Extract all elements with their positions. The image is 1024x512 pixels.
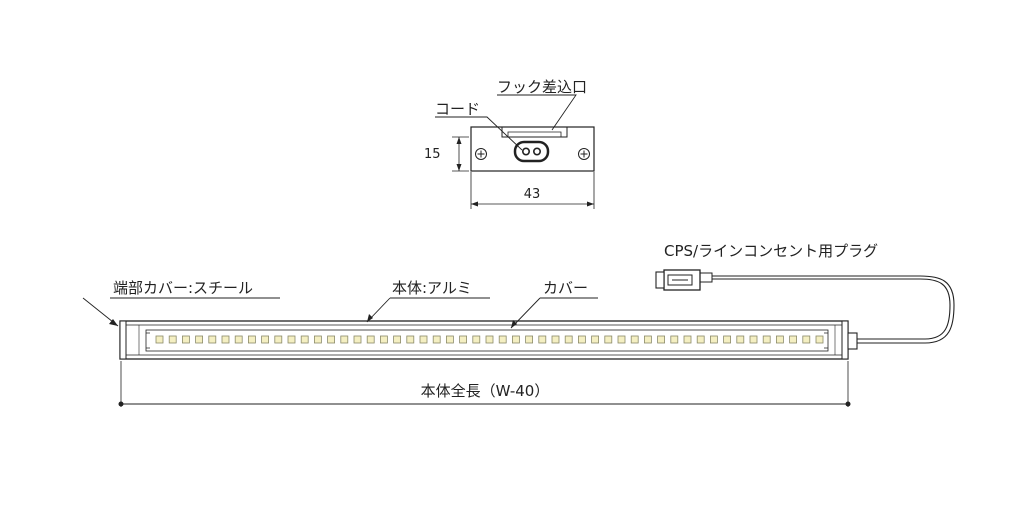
width-dimension (470, 172, 595, 209)
led-chip (630, 335, 639, 344)
led-chip (525, 335, 533, 344)
led-chip (591, 335, 599, 344)
led-chip (168, 335, 177, 344)
led-chip (195, 335, 204, 344)
power-cord (712, 278, 951, 340)
led-chip (221, 335, 230, 344)
led-chip (604, 335, 613, 344)
side-view: CPS/ラインコンセント用プラグ 端部カバー:スチール 本体:アルミ カバー 本… (82, 242, 955, 407)
led-chip (683, 335, 692, 344)
height-dim-value: 15 (424, 147, 441, 162)
hook-slot-inner (507, 131, 562, 137)
led-chip (776, 335, 784, 344)
led-chip (419, 335, 428, 344)
led-chip (749, 335, 758, 344)
led-chip (261, 335, 270, 344)
led-chip (512, 335, 520, 344)
led-chip (551, 335, 560, 344)
cover-label: カバー (543, 279, 588, 297)
led-chip (670, 335, 679, 344)
led-chip (287, 335, 296, 344)
led-chip (472, 335, 481, 344)
led-chip (736, 335, 745, 344)
led-chip (578, 335, 586, 344)
led-chip (406, 335, 415, 344)
hook-slot (501, 127, 568, 138)
end-cover-label: 端部カバー:スチール (113, 279, 253, 297)
led-chip (723, 335, 731, 344)
led-chip (300, 335, 309, 344)
led-chip (155, 335, 164, 344)
led-chip (208, 335, 217, 344)
cord-leader (435, 116, 523, 151)
led-chip (802, 335, 811, 344)
screw-right-icon (578, 148, 590, 160)
led-chip (353, 335, 362, 344)
led-chip (247, 335, 256, 344)
led-chip (815, 335, 824, 344)
led-chip (366, 335, 375, 344)
led-chip (485, 335, 494, 344)
led-row (155, 335, 824, 344)
body-label: 本体:アルミ (392, 279, 472, 297)
led-chip (459, 335, 468, 344)
led-chip (327, 335, 336, 344)
plug-icon (655, 269, 713, 291)
led-chip (340, 335, 349, 344)
led-chip (644, 335, 652, 344)
led-chip (274, 335, 283, 344)
led-chip (379, 335, 388, 344)
led-chip (564, 335, 573, 344)
led-chip (234, 335, 243, 344)
led-chip (538, 335, 547, 344)
hook-label: フック差込口 (497, 78, 587, 96)
screw-left-icon (475, 148, 487, 160)
led-chip (696, 335, 705, 344)
width-dim-value: 43 (524, 187, 541, 202)
overall-length-dimension (118, 361, 851, 407)
end-view: フック差込口 コード 15 43 (424, 78, 595, 209)
end-cap-left (119, 320, 127, 360)
height-dimension (452, 136, 469, 172)
plug-label: CPS/ラインコンセント用プラグ (664, 242, 878, 260)
led-chip (617, 335, 626, 344)
cord-oval (513, 140, 550, 163)
end-cap-right (841, 320, 849, 360)
power-cord-outer (712, 275, 955, 344)
led-chip (313, 335, 322, 344)
led-chip (789, 335, 797, 344)
led-chip (498, 335, 507, 344)
cord-label: コード (435, 100, 480, 118)
overall-length-label: 本体全長（W-40） (421, 382, 550, 400)
led-chip (393, 335, 402, 344)
cord-pin-left (521, 147, 530, 156)
cord-grommet (847, 332, 858, 350)
led-chip (445, 335, 454, 344)
hook-leader (497, 94, 577, 131)
led-chip (657, 335, 665, 344)
cord-pin-right (532, 147, 541, 156)
led-chip (762, 335, 771, 344)
led-chip (710, 335, 718, 344)
led-chip (181, 335, 190, 344)
led-chip (432, 335, 441, 344)
